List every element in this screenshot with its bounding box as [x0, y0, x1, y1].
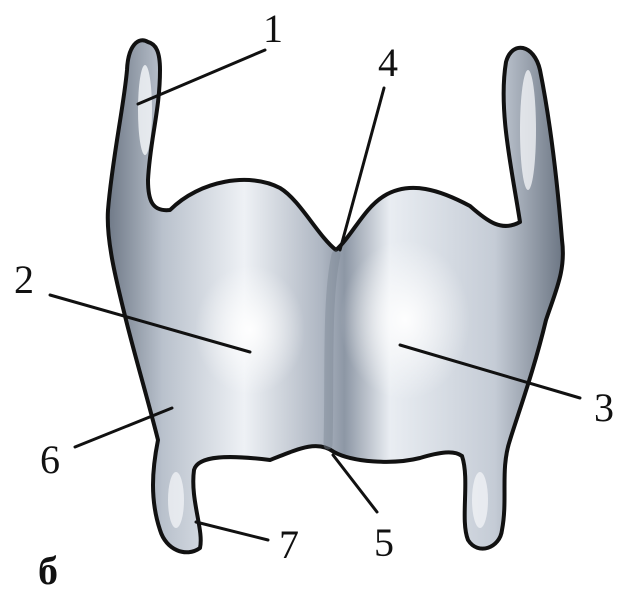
callout-3: 3	[594, 385, 614, 430]
callout-4: 4	[378, 40, 398, 85]
callout-6: 6	[40, 437, 60, 482]
panel-label: б	[38, 548, 58, 589]
leader-line-5	[333, 455, 377, 512]
leader-line-7	[196, 522, 268, 540]
callout-5: 5	[374, 520, 394, 565]
callout-2: 2	[14, 257, 34, 302]
callout-7: 7	[279, 522, 299, 567]
callout-1: 1	[263, 6, 283, 51]
